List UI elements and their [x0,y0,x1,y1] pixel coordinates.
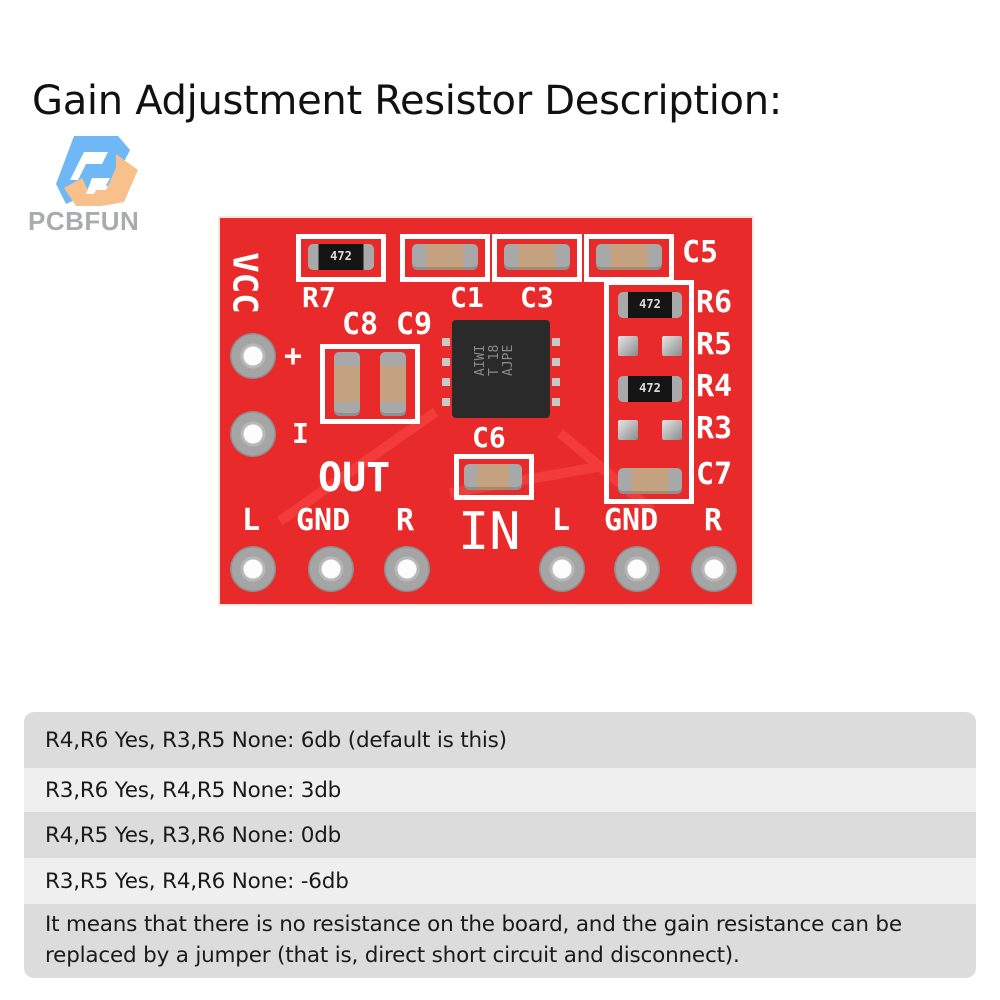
label-r3: R3 [696,411,733,446]
pad-out-plus [230,333,276,379]
label-c6: C6 [472,421,506,454]
pin-label-out-r: R [396,503,415,538]
label-out: OUT [318,455,391,501]
label-vcc: VCC [224,252,265,314]
r7-outline [296,234,386,282]
label-r5: R5 [696,327,733,362]
label-c3: C3 [520,281,554,314]
label-in: IN [458,502,521,562]
resistor-r6: 472 [618,292,682,318]
capacitor-c3 [504,244,570,270]
capacitor-c7 [618,468,682,494]
label-r4: R4 [696,369,733,404]
amplifier-chip: AIWI T 18 AJPE [452,320,550,418]
c6-outline [454,454,534,500]
gain-settings-table: R4,R6 Yes, R3,R5 None: 6db (default is t… [24,712,976,978]
capacitor-c9 [380,352,406,416]
chip-pin [442,358,450,366]
capacitor-c5 [596,244,662,270]
chip-pin [442,338,450,346]
table-row: R3,R6 Yes, R4,R5 None: 3db [24,768,976,812]
chip-pin [552,398,560,406]
table-row: R4,R6 Yes, R3,R5 None: 6db (default is t… [24,712,976,768]
label-minus: I [292,417,309,450]
capacitor-c1 [412,244,478,270]
chip-pin [442,378,450,386]
capacitor-c6 [464,464,522,490]
pin-label-out-gnd: GND [296,503,351,538]
label-r6: R6 [696,285,733,320]
chip-pin [552,378,560,386]
pad-r5-left [618,336,638,356]
pcb-board-image: VCC + I 472 R7 C1 C3 C5 C8 C9 AIWI T 18 … [220,218,752,604]
label-c1: C1 [450,281,484,314]
chip-marking: AIWI T 18 AJPE [473,344,516,376]
resistor-r4: 472 [618,376,682,402]
pad-r3-right [662,420,682,440]
pad-r3-left [618,420,638,440]
pad-out-l [230,546,276,592]
capacitor-c8 [334,352,360,416]
label-r7: R7 [302,281,336,314]
label-plus: + [284,339,303,374]
brand-name: PCBFUN [28,206,140,236]
c5-outline [584,234,674,282]
label-c8: C8 [342,307,379,342]
label-c5: C5 [682,235,719,270]
table-row: R4,R5 Yes, R3,R6 None: 0db [24,812,976,858]
pin-label-in-l: L [552,503,571,538]
pin-label-out-l: L [242,503,261,538]
pin-label-in-gnd: GND [604,503,659,538]
page-title: Gain Adjustment Resistor Description: [32,78,782,124]
chip-pin [442,398,450,406]
pad-in-gnd [614,546,660,592]
table-row-note: It means that there is no resistance on … [24,904,976,978]
table-row: R3,R5 Yes, R4,R6 None: -6db [24,858,976,904]
chip-pin [552,338,560,346]
pad-out-r [384,546,430,592]
pad-out-gnd [308,546,354,592]
c8-c9-outline [320,344,420,424]
resistor-r7: 472 [308,244,374,270]
gain-resistor-outline [604,280,694,504]
pad-in-r [691,546,737,592]
pin-label-in-r: R [704,503,723,538]
c3-outline [492,234,582,282]
pad-r5-right [662,336,682,356]
label-c7: C7 [696,457,733,492]
chip-pin [552,358,560,366]
pcbfun-logo-icon [56,136,138,206]
c1-outline [400,234,490,282]
pad-out-minus [230,411,276,457]
label-c9: C9 [396,307,433,342]
pad-in-l [539,546,585,592]
